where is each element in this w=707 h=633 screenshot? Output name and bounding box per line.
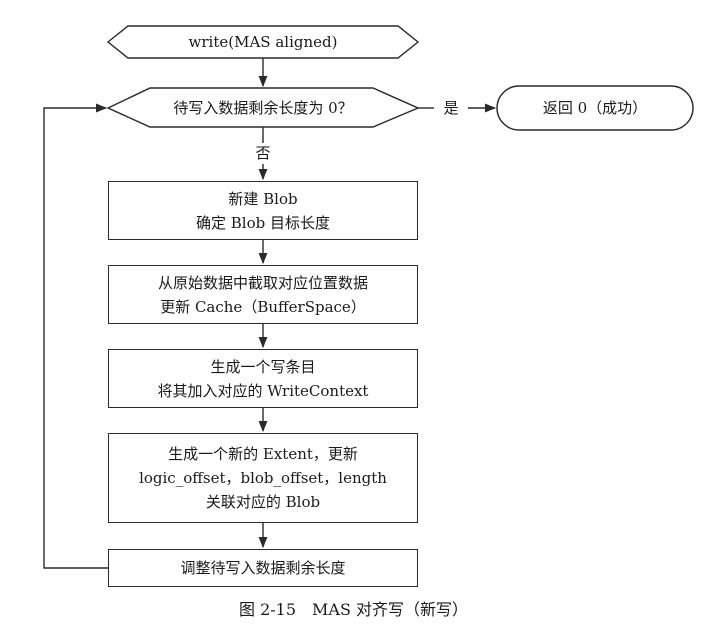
no-branch-label: 否: [255, 144, 271, 162]
step-text: 生成一个写条目: [210, 357, 316, 376]
step-box-new-extent: 生成一个新的 Extent，更新 logic_offset，blob_offse…: [108, 433, 418, 523]
figure-caption: 图 2-15 MAS 对齐写（新写）: [238, 600, 469, 619]
step-text: logic_offset，blob_offset，length: [139, 469, 387, 487]
step-box-update-cache: 从原始数据中截取对应位置数据 更新 Cache（BufferSpace）: [108, 265, 418, 324]
step-text: 更新 Cache（BufferSpace）: [160, 297, 366, 316]
end-terminal-shape: [496, 85, 694, 131]
arrow-loop-back: [43, 103, 108, 569]
step-text: 将其加入对应的 WriteContext: [157, 381, 369, 400]
step-text: 新建 Blob: [228, 189, 298, 208]
step-text: 从原始数据中截取对应位置数据: [157, 273, 368, 292]
step-box-adjust-length: 调整待写入数据剩余长度: [108, 549, 418, 587]
decision-label: 待写入数据剩余长度为 0？: [173, 99, 353, 117]
end-terminal-label: 返回 0（成功）: [542, 99, 648, 117]
start-terminal-shape: [106, 25, 420, 59]
step-text: 确定 Blob 目标长度: [196, 213, 330, 232]
step-text: 调整待写入数据剩余长度: [180, 559, 346, 577]
step-text: 关联对应的 Blob: [205, 493, 321, 511]
step-text: 生成一个新的 Extent，更新: [168, 445, 358, 463]
start-terminal-label: write(MAS aligned): [188, 33, 338, 51]
yes-branch-label: 是: [443, 99, 459, 117]
step-box-new-blob: 新建 Blob 确定 Blob 目标长度: [108, 181, 418, 240]
step-box-write-entry: 生成一个写条目 将其加入对应的 WriteContext: [108, 349, 418, 408]
